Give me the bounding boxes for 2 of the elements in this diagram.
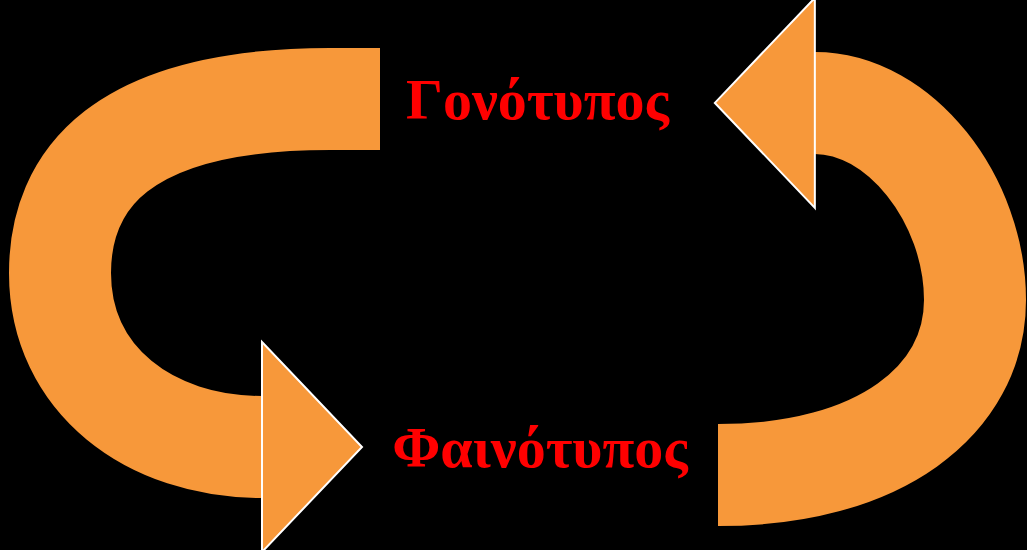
node-label: Γονότυπος bbox=[406, 65, 669, 133]
node-label: Φαινότυπος bbox=[392, 413, 688, 481]
